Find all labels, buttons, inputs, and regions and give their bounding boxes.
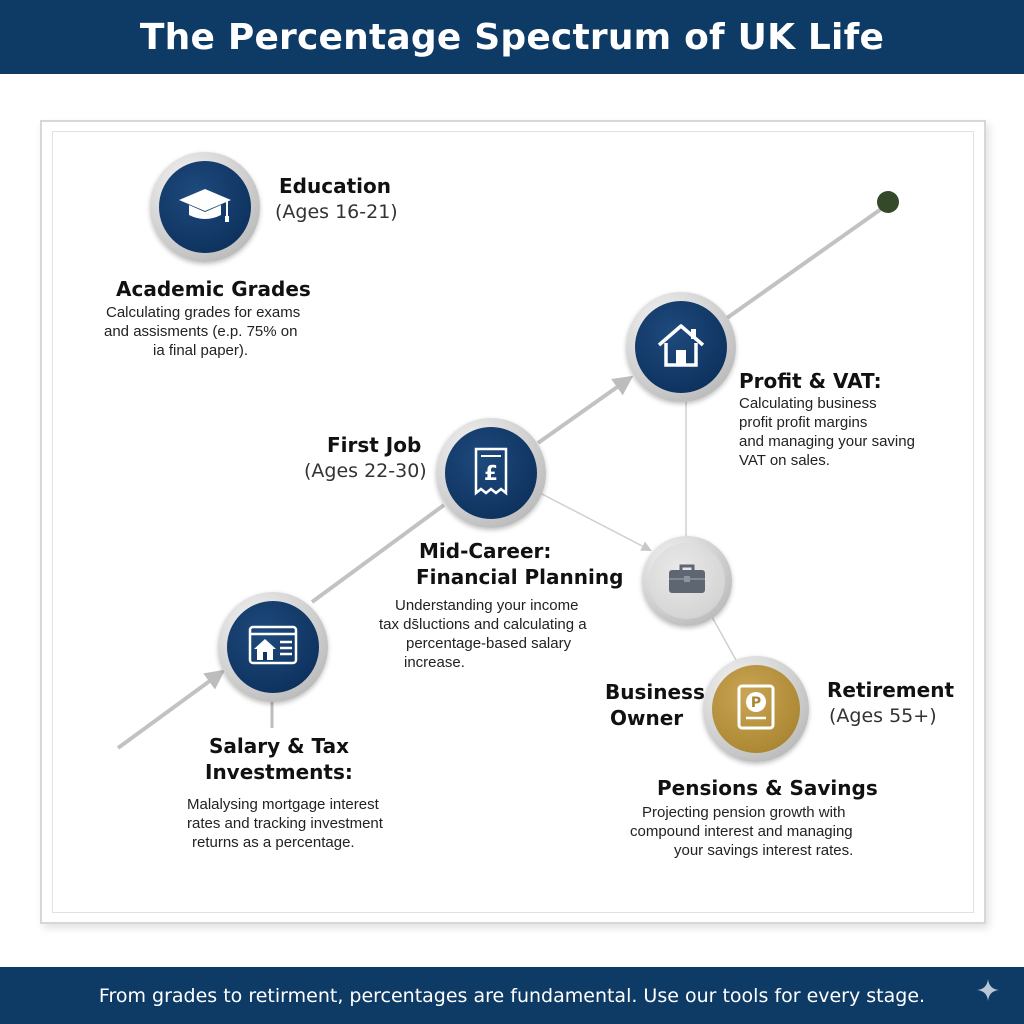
mid-career-heading-line-2: Financial Planning [416,565,624,589]
svg-text:£: £ [484,461,498,485]
timeline-arrow-2 [536,375,634,445]
page-title: The Percentage Spectrum of UK Life [139,16,885,58]
academic-grades-heading: Academic Grades [116,277,311,301]
retirement-node: P [703,656,809,762]
profit-heading: Profit & VAT: [739,369,882,393]
profit-desc-line-1: Calculating business [739,395,877,412]
header-bar: The Percentage Spectrum of UK Life [0,0,1024,74]
briefcase-icon [667,563,707,600]
academic-grades-line-2: and assisments (e.p. 75% on [104,323,298,340]
house-listing-icon [248,625,298,670]
academic-grades-line-3: ia final paper). [153,342,249,359]
mid-career-description: Understanding your income tax ds̄luction… [379,596,587,672]
salary-heading-line-1: Salary & Tax [209,734,349,758]
profit-desc-line-3: and managing your saving [739,433,915,450]
education-ages: (Ages 16-21) [275,201,398,223]
business-title-line-2: Owner [610,706,684,730]
footer-bar: From grades to retirment, percentages ar… [0,967,1024,1024]
academic-grades-line-1: Calculating grades for exams [106,304,301,321]
mid-career-heading-line-1: Mid-Career: [419,539,552,563]
first-job-title: First Job [327,433,422,457]
salary-description: Malalysing mortgage interest rates and t… [187,795,383,852]
pensions-description: Projecting pension growth with compound … [630,803,853,860]
mid-career-desc-line-4: increase. [404,654,465,671]
first-job-node: £ [436,418,546,528]
profit-desc-line-4: VAT on sales. [739,452,830,469]
mid-career-desc-line-3: percentage-based salary [406,635,572,652]
sparkle-icon [976,978,1000,1007]
first-job-ages: (Ages 22-30) [304,460,427,482]
salary-desc-line-2: rates and tracking investment [187,815,383,832]
diagram-panel-inner-border [52,131,974,913]
pensions-desc-line-3: your savings interest rates. [674,842,854,859]
salary-desc-line-1: Malalysing mortgage interest [187,796,379,813]
mid-career-desc-line-1: Understanding your income [395,597,579,614]
footer-tagline: From grades to retirment, percentages ar… [98,984,926,1007]
svg-text:P: P [751,695,761,711]
profit-description: Calculating business profit profit margi… [739,394,915,470]
salary-desc-line-3: returns as a percentage. [192,834,355,851]
business-node [642,536,732,626]
branch-line-business-retirement [711,616,737,661]
pension-p-icon: P [736,683,776,736]
salary-node [218,592,328,702]
mid-career-desc-line-2: tax ds̄luctions and calculating a [379,616,587,633]
salary-heading-line-2: Investments: [205,760,353,784]
pensions-desc-line-1: Projecting pension growth with [642,804,846,821]
academic-grades-description: Calculating grades for exams and assisme… [104,303,300,360]
pensions-desc-line-2: compound interest and managing [630,823,853,840]
business-title-line-1: Business [605,680,705,704]
education-title: Education [279,174,391,198]
timeline-end-dot [877,191,899,213]
timeline-segment-1 [310,503,446,604]
branch-arrow-to-business [539,492,652,551]
profit-node [626,292,736,402]
retirement-title: Retirement [827,678,955,702]
timeline-arrow-start [116,669,226,750]
graduation-cap-icon [177,185,233,230]
pound-receipt-icon: £ [473,446,509,501]
retirement-ages: (Ages 55+) [829,705,937,727]
profit-desc-line-2: profit profit margins [739,414,868,431]
timeline-segment-end [725,205,886,320]
house-icon [656,323,706,372]
pensions-heading: Pensions & Savings [657,776,878,800]
education-node [150,152,260,262]
